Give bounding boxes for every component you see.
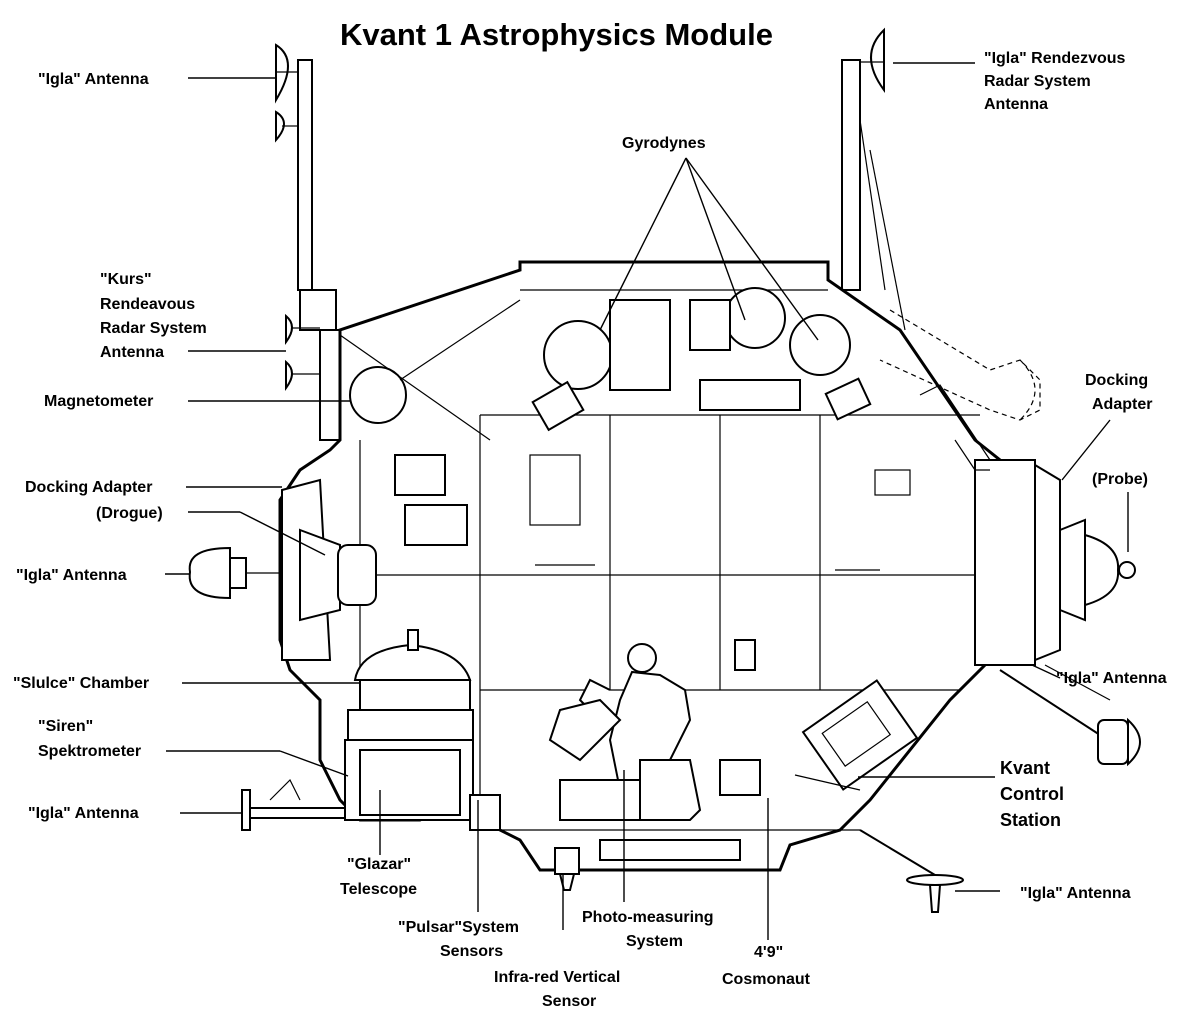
gyrodynes-drawing <box>531 287 872 432</box>
label-kurs-line2: Rendeavous <box>100 296 195 313</box>
label-gyrodynes: Gyrodynes <box>622 135 706 152</box>
label-glazar-line2: Telescope <box>340 881 417 898</box>
label-glazar-line1: "Glazar" <box>347 856 411 873</box>
label-kurs-line3: Radar System <box>100 320 207 337</box>
label-kvant-control-line2: Control <box>1000 784 1064 804</box>
glazar-siren-drawing <box>344 709 501 831</box>
label-infrared-line2: Sensor <box>542 993 596 1010</box>
right-lower-antenna-drawing <box>999 664 1141 767</box>
kvant-control-station-drawing <box>794 679 919 791</box>
deployed-antenna-dashed <box>879 309 1041 421</box>
label-probe: (Probe) <box>1092 471 1148 488</box>
label-kurs-line1: "Kurs" <box>100 271 152 288</box>
panel-upper-left <box>394 454 446 496</box>
label-igla-rendezvous-line3: Antenna <box>984 96 1048 113</box>
label-igla-antenna-top-left: "Igla" Antenna <box>38 71 149 88</box>
label-pulsar-line1: "Pulsar"System <box>398 919 519 936</box>
label-photo-measuring-line2: System <box>626 933 683 950</box>
label-siren-line2: Spektrometer <box>38 743 141 760</box>
label-kvant-control-line3: Station <box>1000 810 1061 830</box>
label-siren-line1: "Siren" <box>38 718 93 735</box>
label-igla-antenna-bottom-right: "Igla" Antenna <box>1020 885 1131 902</box>
label-igla-rendezvous-line1: "Igla" Rendezvous <box>984 50 1126 67</box>
module-drawing <box>188 27 1141 913</box>
diagram-title: Kvant 1 Astrophysics Module <box>340 17 773 52</box>
label-igla-antenna-right: "Igla" Antenna <box>1056 670 1167 687</box>
right-antenna-mast <box>841 27 906 331</box>
label-slulce-chamber: "Slulce" Chamber <box>13 675 149 692</box>
label-cosmonaut-line2: Cosmonaut <box>722 971 811 988</box>
kurs-antenna-drawing <box>285 313 320 392</box>
leader-lines <box>165 62 1129 940</box>
label-kurs-line4: Antenna <box>100 344 164 361</box>
right-docking-adapter-drawing <box>919 384 1136 666</box>
label-docking-adapter-right-line1: Docking <box>1085 372 1148 389</box>
label-drogue: (Drogue) <box>96 505 163 522</box>
label-docking-adapter-left: Docking Adapter <box>25 479 152 496</box>
label-infrared-line1: Infra-red Vertical <box>494 969 620 986</box>
label-pulsar-line2: Sensors <box>440 943 503 960</box>
slulce-chamber-drawing <box>353 629 472 711</box>
label-igla-antenna-mid-left: "Igla" Antenna <box>16 567 127 584</box>
cosmonaut-figure <box>559 643 702 821</box>
magnetometer-drawing <box>349 366 407 424</box>
label-magnetometer: Magnetometer <box>44 393 153 410</box>
label-photo-measuring-line1: Photo-measuring <box>582 909 714 926</box>
bottom-right-antenna-drawing <box>859 829 964 913</box>
label-igla-antenna-low-left: "Igla" Antenna <box>28 805 139 822</box>
label-kvant-control-line1: Kvant <box>1000 758 1050 778</box>
left-docking-adapter-drawing <box>188 478 377 661</box>
labels: "Igla" Antenna "Igla" Rendezvous Radar S… <box>13 50 1167 1010</box>
label-igla-rendezvous-line2: Radar System <box>984 73 1091 90</box>
photo-measuring-drawing <box>548 639 761 796</box>
lower-left-antenna-drawing <box>241 778 345 831</box>
label-cosmonaut-line1: 4'9" <box>754 944 783 961</box>
label-docking-adapter-right-line2: Adapter <box>1092 396 1152 413</box>
panel-mid-left <box>404 504 468 546</box>
